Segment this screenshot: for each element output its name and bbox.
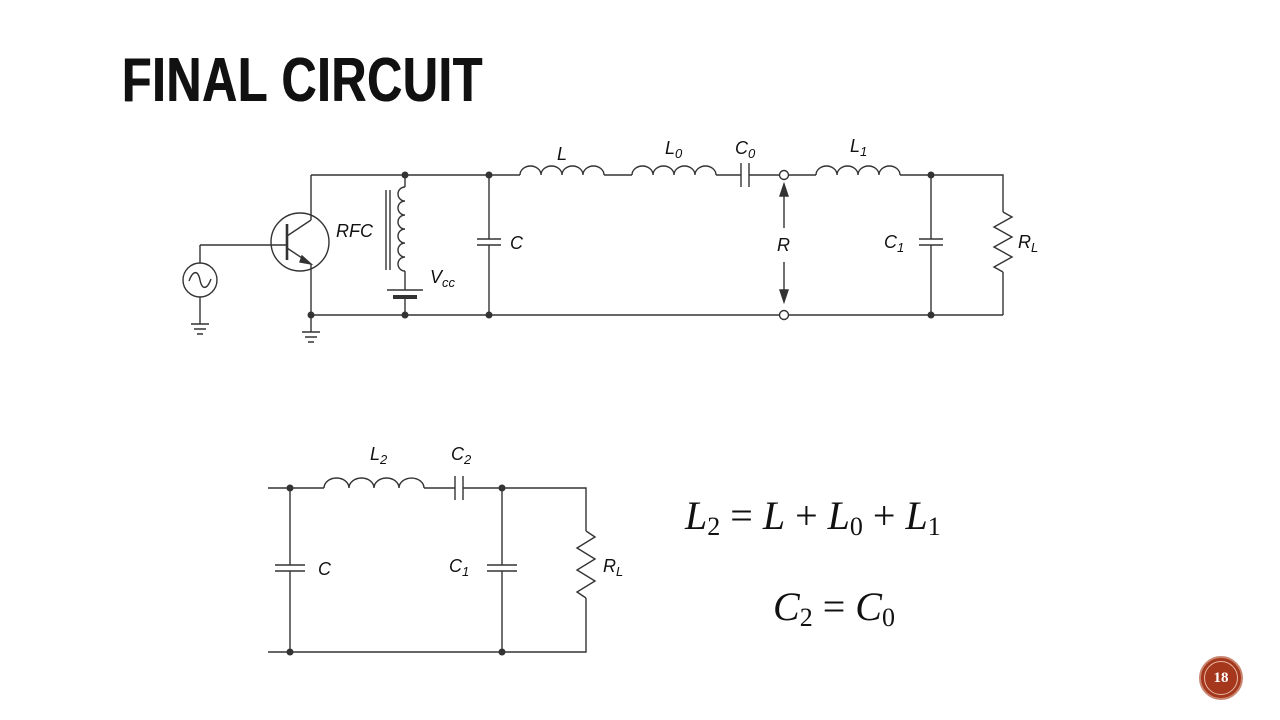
ac-source-wave-icon: [188, 271, 212, 289]
capacitor-c2-icon: [454, 476, 464, 500]
label-rl: RL: [1018, 232, 1038, 255]
slide-title: FINAL CIRCUIT: [122, 46, 484, 115]
capacitor-c1-bottom-icon: [487, 564, 517, 572]
capacitor-c0-icon: [740, 163, 750, 187]
bottom-junction-dots: [286, 484, 506, 656]
label-rl-bottom: RL: [603, 556, 623, 579]
terminal-top-icon: [778, 169, 790, 181]
label-c2: C2: [451, 444, 472, 467]
rfc-choke-icon: [385, 186, 406, 272]
bottom-circuit-wires: [268, 487, 587, 653]
label-l2: L2: [370, 444, 388, 467]
top-junction-dots: [307, 171, 935, 319]
top-circuit-wires: [199, 174, 1004, 332]
label-r: R: [777, 235, 790, 255]
terminal-bottom-icon: [778, 309, 790, 321]
label-c1: C1: [884, 232, 904, 255]
label-c-bottom: C: [318, 559, 332, 579]
label-vcc: Vcc: [430, 267, 456, 290]
label-l0: L0: [665, 138, 683, 161]
inductor-l2-icon: [323, 477, 425, 489]
bjt-transistor-icon: [270, 212, 330, 272]
resistor-rl-bottom-icon: [575, 530, 597, 599]
ground-icon: [191, 323, 209, 335]
capacitor-c-bottom-icon: [275, 564, 305, 572]
label-c0: C0: [735, 138, 756, 161]
capacitor-c-icon: [477, 238, 501, 246]
label-l: L: [557, 144, 567, 164]
label-c: C: [510, 233, 524, 253]
page-number-badge: 18: [1199, 656, 1243, 700]
label-l1: L1: [850, 136, 867, 159]
inductor-l-icon: [519, 165, 605, 176]
label-rfc: RFC: [336, 221, 374, 241]
inductor-l0-icon: [631, 165, 717, 176]
capacitor-c1-icon: [919, 238, 943, 246]
r-arrow-icon: [779, 181, 789, 305]
ground-icon: [302, 331, 320, 343]
ac-source-icon: [182, 262, 218, 298]
equation-l2: L2=L+L0+L1: [684, 493, 941, 541]
inductor-l1-icon: [815, 165, 901, 176]
vcc-battery-icon: [387, 289, 423, 299]
equation-c2: C2=C0: [773, 584, 895, 632]
resistor-rl-icon: [992, 211, 1014, 273]
label-c1-bottom: C1: [449, 556, 469, 579]
